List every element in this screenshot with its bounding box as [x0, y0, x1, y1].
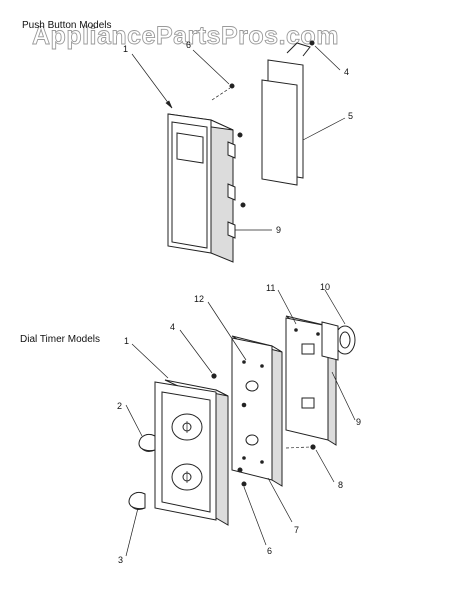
callout-3-dial: 3	[118, 555, 123, 565]
callout-9-push: 9	[276, 225, 281, 235]
screw-6-lower-a	[237, 467, 243, 473]
dial-timer-section: Dial Timer Models	[20, 282, 361, 565]
screw-plate-mid	[241, 402, 247, 408]
callout-1-dial: 1	[124, 336, 129, 346]
screw-6-top	[229, 83, 235, 89]
callout-7-dial: 7	[294, 525, 299, 535]
push-button-models-label: Push Button Models	[22, 20, 112, 31]
knob-upper	[138, 433, 156, 452]
screw-lower-right	[240, 202, 246, 208]
callout-6-push: 6	[186, 40, 191, 50]
screw-8	[310, 444, 316, 450]
push-button-control-panel	[167, 113, 236, 263]
callout-10-dial: 10	[320, 282, 330, 292]
knob-lower	[128, 491, 146, 510]
callout-12-dial: 12	[194, 294, 204, 304]
callout-8-dial: 8	[338, 480, 343, 490]
callout-2-dial: 2	[117, 401, 122, 411]
timer-motor	[321, 321, 356, 361]
push-button-section: Push Button Models 1 6 4	[22, 20, 353, 263]
callout-9-dial: 9	[356, 417, 361, 427]
screw-4-dial	[211, 373, 217, 379]
screw-4-top	[309, 40, 315, 46]
mounting-plate	[231, 335, 283, 487]
callout-5-push: 5	[348, 111, 353, 121]
callout-1-push: 1	[123, 44, 128, 54]
callout-6-dial: 6	[267, 546, 272, 556]
callout-4-dial: 4	[170, 322, 175, 332]
keypad-membrane	[261, 79, 298, 186]
callout-11-dial: 11	[266, 283, 275, 293]
screw-6-lower-b	[241, 481, 247, 487]
watermark-text: AppliancePartsPros.com	[32, 22, 339, 50]
screw-upper-right	[237, 132, 243, 138]
dial-timer-control-panel	[154, 379, 229, 526]
callout-4-push: 4	[344, 67, 349, 77]
dial-timer-models-label: Dial Timer Models	[20, 334, 100, 345]
